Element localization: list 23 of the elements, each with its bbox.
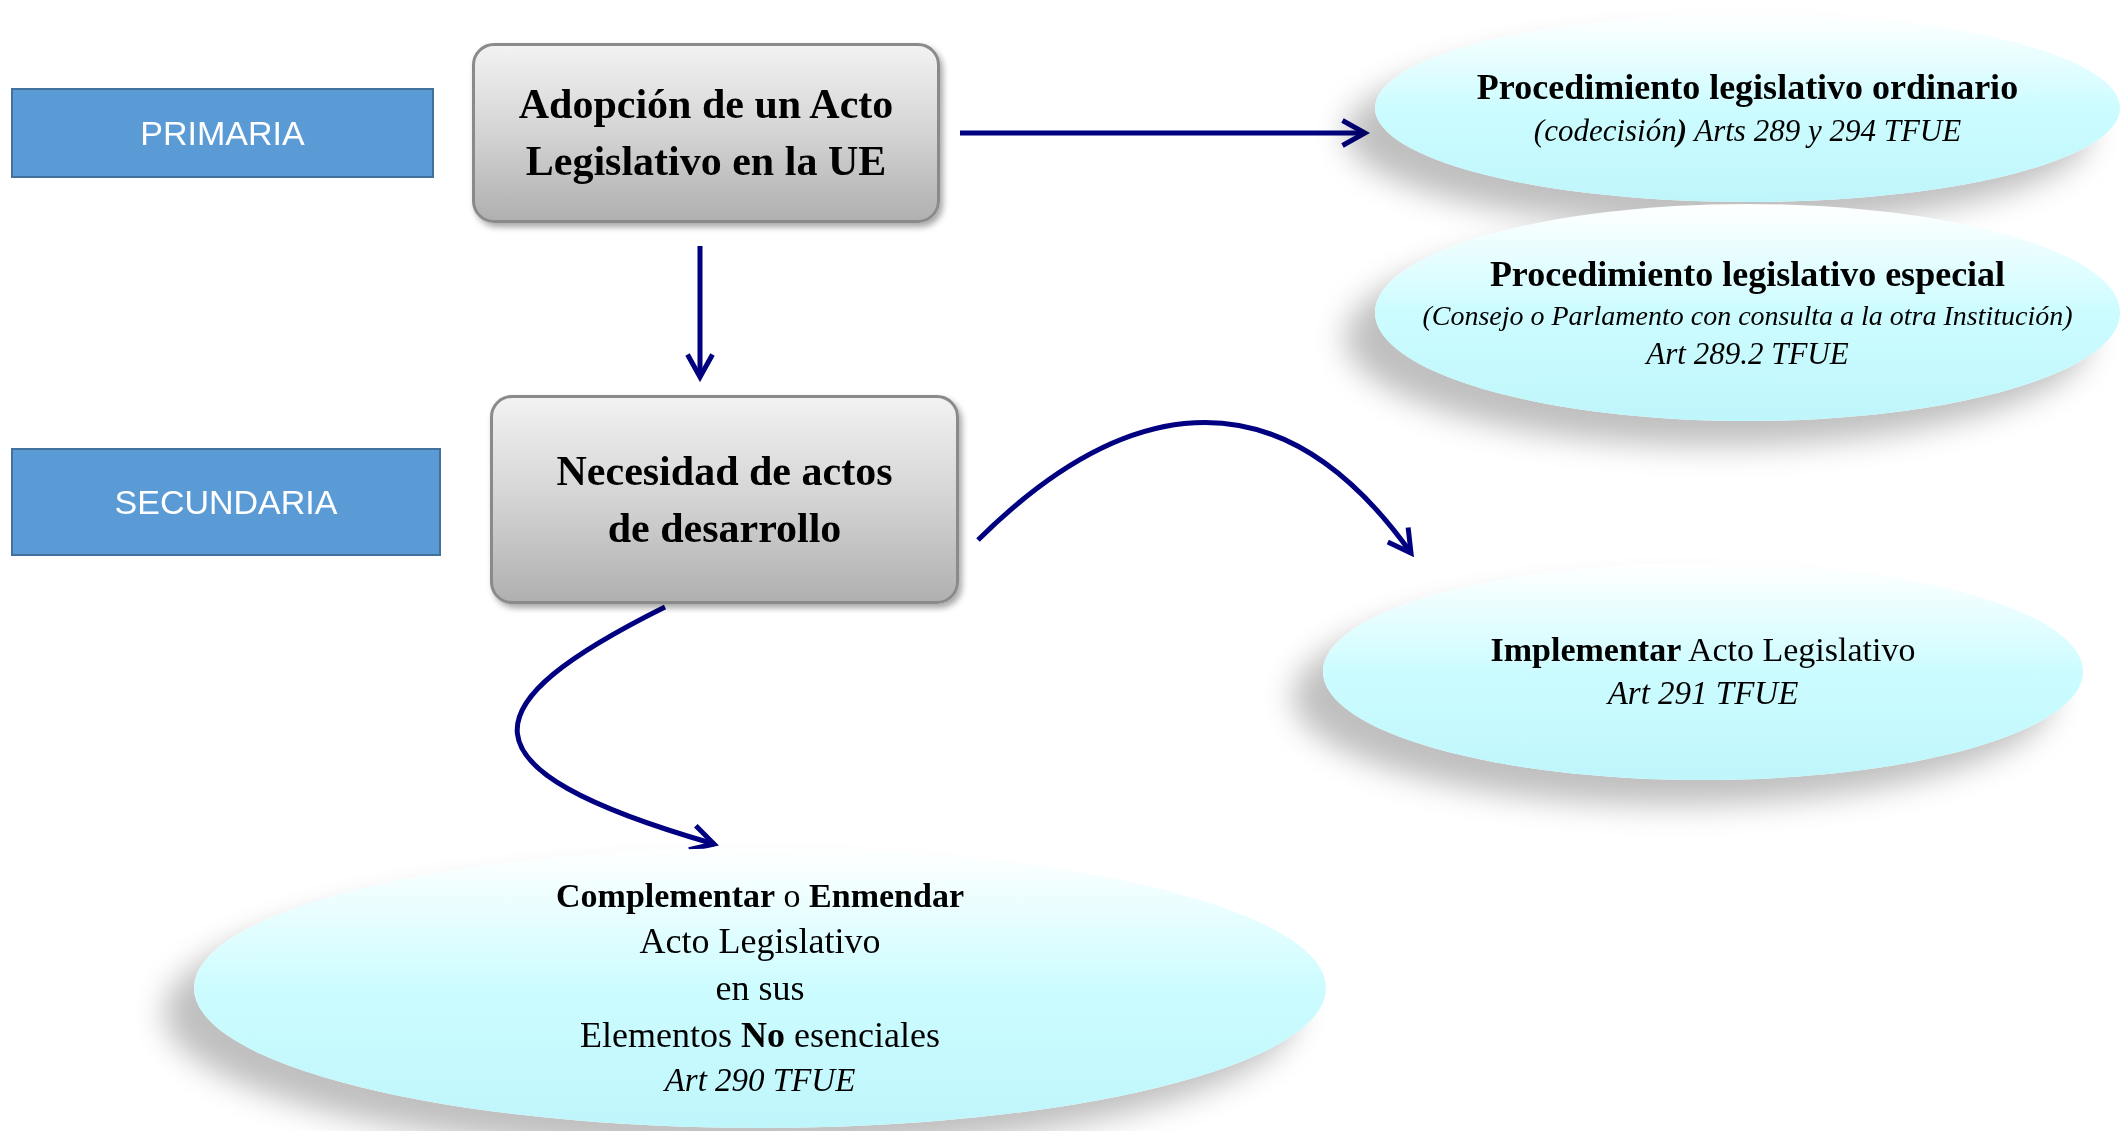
process-box: [472, 43, 940, 223]
level-label: PRIMARIA: [140, 112, 305, 154]
ellipse-text: Implementar Acto Legislativo: [1490, 629, 1916, 670]
ellipse-text: Procedimiento legislativo especial: [1489, 252, 2006, 296]
arrow: [685, 246, 715, 380]
box-text: Adopción de un Acto Legislativo en la UE: [517, 80, 895, 186]
ellipse-text: Procedimiento legislativo ordinario: [1476, 66, 2019, 110]
ellipse-text: Art 291 TFUE: [1607, 674, 1799, 714]
ellipse-text: Complementar o Enmendar: [556, 876, 964, 917]
arrow: [976, 420, 1414, 556]
process-box: [490, 395, 959, 604]
ellipse-text: Elementos No esenciales: [580, 1014, 940, 1058]
ellipse-text: (codecisión) Arts 289 y 294 TFUE: [1533, 112, 1962, 151]
ellipse-text: Art 290 TFUE: [664, 1060, 856, 1100]
ellipse-text: Art 289.2 TFUE: [1646, 334, 1849, 373]
box-text: Necesidad de actos de desarrollo: [555, 446, 894, 553]
arrow: [960, 118, 1368, 148]
level-label-box: [11, 88, 434, 178]
level-label: SECUNDARIA: [114, 481, 338, 523]
level-label-box: [11, 448, 441, 556]
ellipse-text: en sus: [715, 967, 805, 1011]
ellipse-text: (Consejo o Parlamento con consulta a la otra Institución): [1422, 298, 2073, 333]
ellipse-text: Acto Legislativo: [639, 920, 881, 964]
